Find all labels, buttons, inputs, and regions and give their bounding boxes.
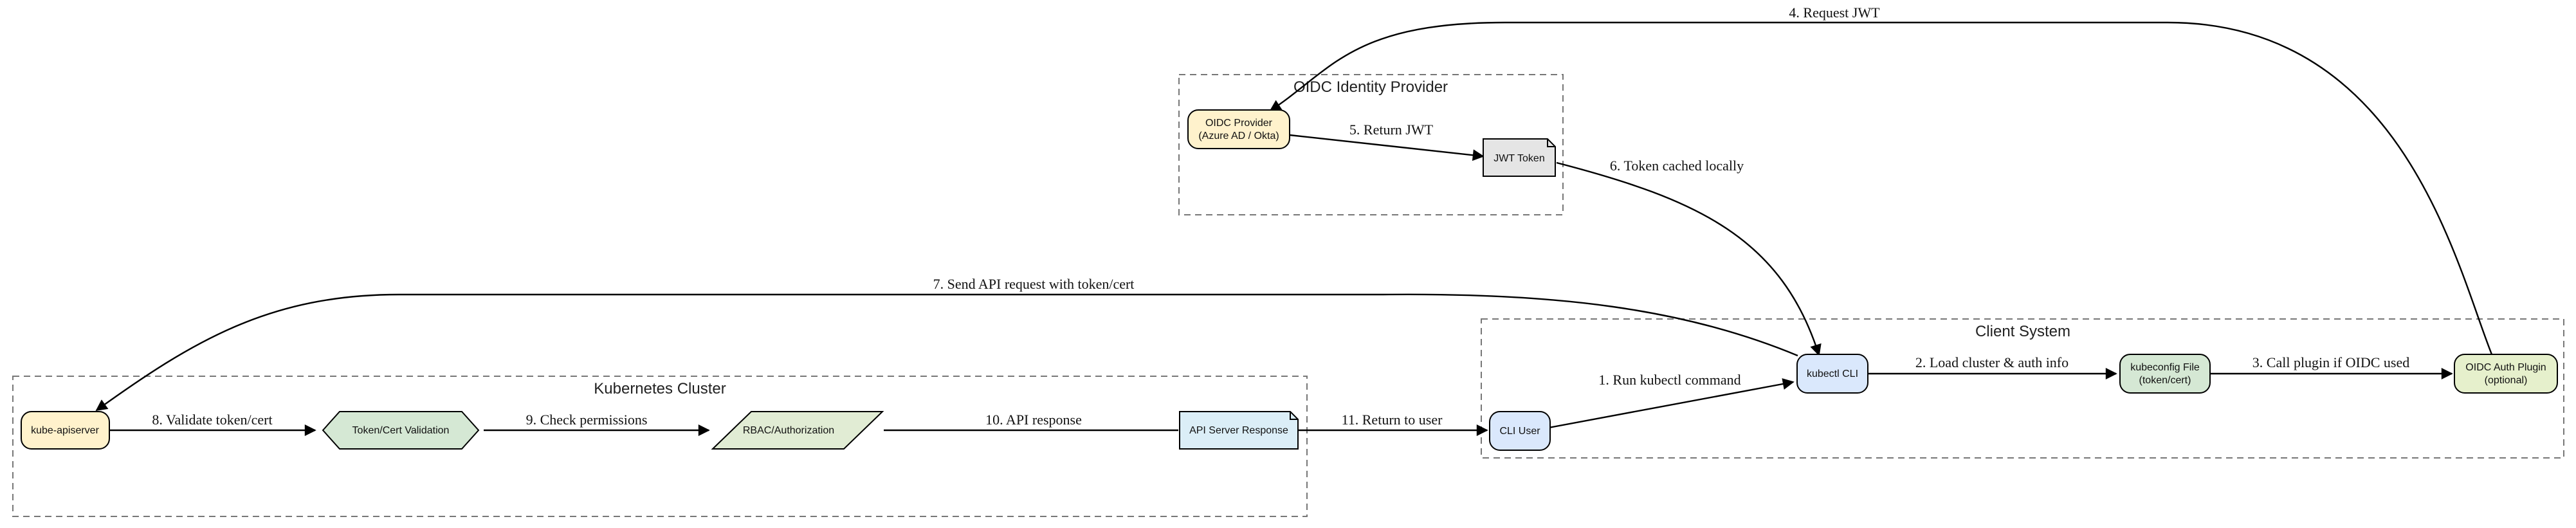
edge-label-10: 10. API response [985, 412, 1082, 428]
edge-label-2: 2. Load cluster & auth info [1915, 354, 2069, 370]
cluster-client-system: Client System [1481, 318, 2564, 459]
node-rbac-authorization[interactable]: RBAC/Authorization [711, 411, 884, 450]
cli-user-label: CLI User [1499, 426, 1540, 437]
edge-return-jwt [1289, 134, 1484, 161]
edge-send-api [95, 293, 1798, 412]
node-kubeconfig-file[interactable]: kubeconfig File (token/cert) [2119, 354, 2211, 394]
jwt-token-label: JWT Token [1494, 153, 1544, 164]
node-oidc-auth-plugin[interactable]: OIDC Auth Plugin (optional) [2454, 354, 2558, 394]
edge-token-cached [1556, 161, 1822, 356]
edge-label-7: 7. Send API request with token/cert [933, 276, 1135, 292]
cluster-label-client: Client System [1975, 323, 2070, 340]
edge-label-6: 6. Token cached locally [1610, 158, 1744, 174]
node-token-validation[interactable]: Token/Cert Validation [322, 411, 480, 450]
edge-run-kubectl [1548, 378, 1795, 429]
kubectl-cli-label: kubectl CLI [1807, 369, 1858, 379]
cluster-kubernetes: Kubernetes Cluster [12, 376, 1308, 517]
edge-label-5: 5. Return JWT [1349, 122, 1434, 138]
api-response-label: API Server Response [1189, 425, 1288, 436]
edge-label-4: 4. Request JWT [1789, 5, 1880, 21]
node-api-server-response[interactable]: API Server Response [1179, 411, 1299, 450]
node-kube-apiserver[interactable]: kube-apiserver [21, 411, 110, 450]
edge-label-9: 9. Check permissions [526, 412, 648, 428]
edge-label-3: 3. Call plugin if OIDC used [2252, 354, 2409, 370]
edge-label-8: 8. Validate token/cert [152, 412, 272, 428]
node-kubectl-cli[interactable]: kubectl CLI [1796, 354, 1868, 394]
edge-label-1: 1. Run kubectl command [1598, 372, 1740, 388]
kubeconfig-label-line2: (token/cert) [2139, 375, 2191, 386]
edge-request-jwt [1269, 21, 2494, 358]
oidc-provider-label-line1: OIDC Provider [1205, 118, 1273, 129]
token-validation-label: Token/Cert Validation [352, 425, 450, 436]
node-oidc-provider[interactable]: OIDC Provider (Azure AD / Okta) [1187, 109, 1290, 149]
node-cli-user[interactable]: CLI User [1489, 411, 1551, 451]
cluster-oidc-identity-provider: OIDC Identity Provider [1178, 74, 1564, 215]
edge-label-11: 11. Return to user [1342, 412, 1443, 428]
kubeconfig-label-line1: kubeconfig File [2130, 362, 2200, 373]
rbac-label: RBAC/Authorization [743, 425, 834, 436]
oidc-provider-label-line2: (Azure AD / Okta) [1198, 131, 1279, 141]
node-jwt-token[interactable]: JWT Token [1483, 138, 1556, 177]
cluster-label-oidc: OIDC Identity Provider [1293, 78, 1448, 96]
cluster-label-k8s: Kubernetes Cluster [594, 380, 726, 397]
oidc-plugin-label-line1: OIDC Auth Plugin [2465, 362, 2546, 373]
oidc-plugin-label-line2: (optional) [2485, 375, 2528, 386]
apiserver-label: kube-apiserver [31, 425, 100, 436]
